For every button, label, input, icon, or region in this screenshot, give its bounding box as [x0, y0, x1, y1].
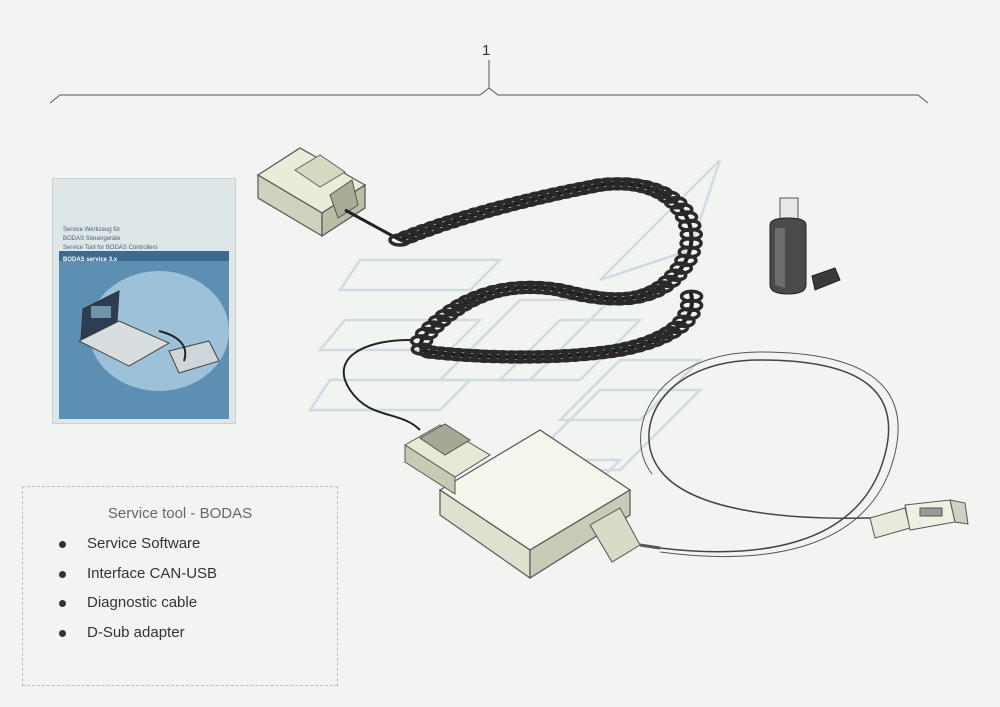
legend-item-label: Service Software: [87, 535, 201, 552]
booklet-line: Service Tool for BODAS Controllers: [63, 245, 158, 251]
coil-loop: [663, 196, 688, 210]
coiled-cable-icon: [399, 181, 694, 359]
legend-item-label: Interface CAN-USB: [87, 564, 218, 582]
coil-loop: [472, 349, 497, 363]
can-usb-interface-icon: [404, 423, 661, 580]
booklet-line: Service Werkzeug für: [63, 227, 121, 233]
bullet-icon: [59, 600, 66, 607]
coil-loop: [508, 350, 533, 364]
watermark-logo: [307, 159, 722, 482]
legend-item-label: D-Sub adapter: [87, 623, 185, 641]
legend-title: Service tool - BODAS: [107, 505, 253, 522]
usb-plug-icon: [869, 499, 969, 539]
callout-number: 1: [482, 42, 491, 59]
bullet-icon: [59, 570, 66, 578]
coil-loop: [481, 349, 506, 364]
legend-item: Service Software: [59, 535, 217, 565]
legend-list: Service Software Interface CAN-USB Diagn…: [59, 535, 217, 653]
coil-loop: [499, 350, 524, 364]
legend-box: Service tool - BODAS Service Software In…: [22, 486, 338, 686]
coil-loop: [414, 326, 439, 341]
coil-loop: [669, 261, 694, 275]
callout-bracket: [49, 60, 929, 104]
coil-loop: [679, 289, 704, 304]
usb-stick-icon: [769, 197, 841, 295]
coil-loops: [388, 177, 704, 364]
service-software-booklet: Service Werkzeug für BODAS Steuergeräte …: [52, 178, 236, 424]
legend-item: Interface CAN-USB: [59, 565, 217, 595]
usb-cable-wire: [648, 359, 890, 553]
coil-loop: [527, 280, 552, 295]
booklet-line: BODAS Steuergeräte: [63, 236, 121, 242]
coil-loop: [672, 314, 696, 329]
legend-item: D-Sub adapter: [59, 624, 217, 654]
diagnostic-cable-wire: [342, 339, 421, 431]
bullet-icon: [59, 541, 66, 548]
coil-loop: [526, 350, 551, 364]
coil-loop: [596, 177, 620, 191]
legend-item-label: Diagnostic cable: [87, 594, 198, 611]
dsub-connector-icon: [256, 147, 401, 242]
booklet-line: BODAS service 3.x: [63, 257, 118, 263]
usb-cable-wire-outer: [640, 351, 899, 557]
legend-item: Diagnostic cable: [59, 594, 217, 624]
coil-loop: [517, 350, 542, 364]
coil-loop: [490, 350, 515, 364]
booklet-cover-image: [59, 251, 229, 419]
bullet-icon: [59, 629, 66, 637]
